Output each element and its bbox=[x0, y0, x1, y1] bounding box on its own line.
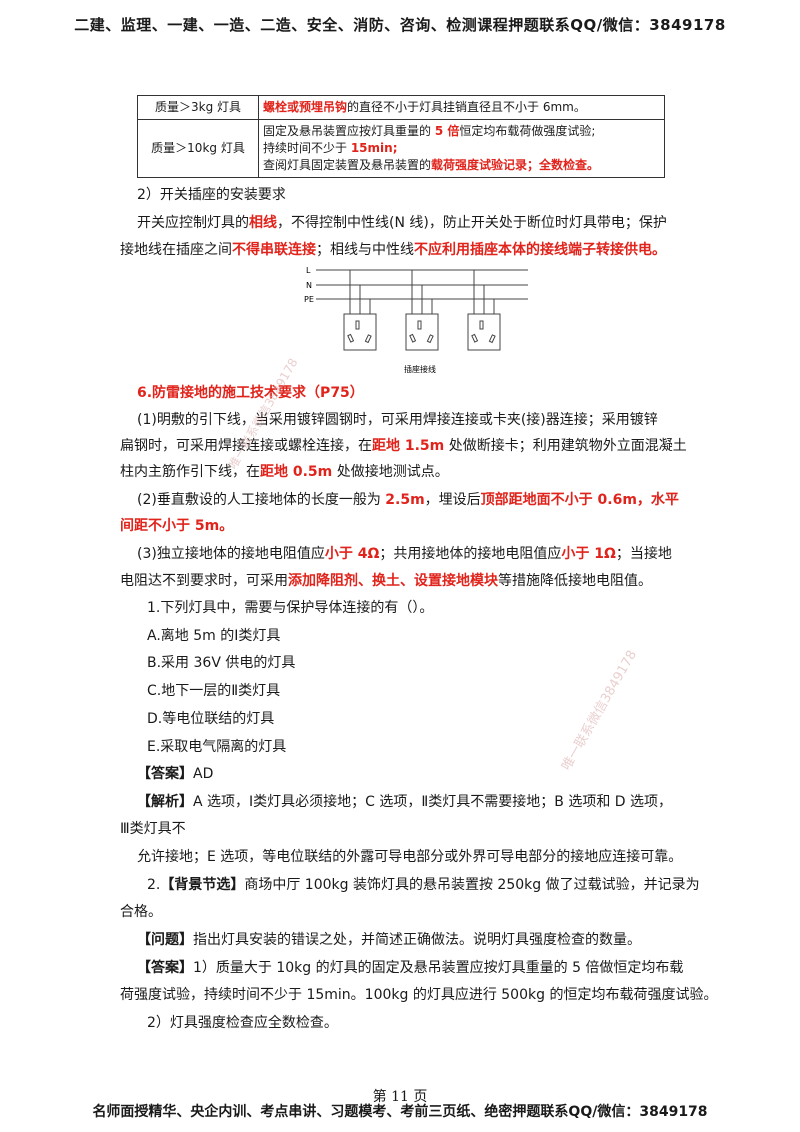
paragraph-line: 合格。 bbox=[120, 904, 162, 920]
paragraph-line: 接地线在插座之间不得串联连接；相线与中性线不应利用插座本体的接线端子转接供电。 bbox=[120, 242, 666, 258]
table-cell-label: 质量＞3kg 灯具 bbox=[137, 95, 259, 120]
paragraph-line: 开关应控制灯具的相线，不得控制中性线(N 线)，防止开关处于断位时灯具带电；保护 bbox=[137, 215, 667, 231]
page-number: 第 11 页 bbox=[372, 1089, 428, 1105]
paragraph-line: Ⅲ类灯具不 bbox=[120, 821, 186, 837]
table-cell-content: 螺栓或预埋吊钩的直径不小于灯具挂销直径且不小于 6mm。 bbox=[258, 95, 665, 120]
option-e: E.采取电气隔离的灯具 bbox=[147, 739, 287, 755]
paragraph-line: 2）灯具强度检查应全数检查。 bbox=[147, 1015, 338, 1031]
paragraph-line: 荷强度试验，持续时间不少于 15min。100kg 的灯具应进行 500kg 的… bbox=[120, 987, 718, 1003]
option-b: B.采用 36V 供电的灯具 bbox=[147, 655, 296, 671]
analysis-1: 【解析】A 选项，Ⅰ类灯具必须接地；C 选项，Ⅱ类灯具不需要接地；B 选项和 D… bbox=[137, 794, 673, 810]
answer-1: 【答案】AD bbox=[137, 766, 214, 782]
paragraph-line: 扁钢时，可采用焊接连接或螺栓连接，在距地 1.5m 处做断接卡；利用建筑物外立面… bbox=[120, 438, 687, 454]
question-1-stem: 1.下列灯具中，需要与保护导体连接的有（）。 bbox=[147, 600, 434, 616]
option-c: C.地下一层的Ⅱ类灯具 bbox=[147, 683, 281, 699]
option-d: D.等电位联结的灯具 bbox=[147, 711, 275, 727]
table-cell-label: 质量＞10kg 灯具 bbox=[137, 119, 259, 178]
paragraph-line: 电阻达不到要求时，可采用添加降阻剂、换土、设置接地模块等措施降低接地电阻值。 bbox=[120, 573, 652, 589]
socket-wiring-diagram: L N PE 插座接线 bbox=[304, 266, 528, 374]
answer-2: 【答案】1）质量大于 10kg 的灯具的固定及悬吊装置应按灯具重量的 5 倍做恒… bbox=[137, 960, 684, 976]
paragraph-line: (1)明敷的引下线，当采用镀锌圆钢时，可采用焊接连接或卡夹(接)器连接；采用镀锌 bbox=[137, 412, 658, 428]
diagram-label-L: L bbox=[306, 266, 311, 275]
switch-section-title: 2）开关插座的安装要求 bbox=[137, 187, 286, 203]
diagram-caption: 插座接线 bbox=[404, 364, 436, 374]
page-footer: 名师面授精华、央企内训、考点串讲、习题模考、考前三页纸、绝密押题联系QQ/微信：… bbox=[92, 1104, 708, 1120]
watermark: 唯一联系微信3849178 bbox=[559, 647, 641, 774]
socket-3 bbox=[467, 270, 501, 351]
lamp-requirements-table: 质量＞3kg 灯具 螺栓或预埋吊钩的直径不小于灯具挂销直径且不小于 6mm。 质… bbox=[137, 95, 665, 178]
diagram-label-PE: PE bbox=[304, 295, 314, 304]
paragraph-line: 柱内主筋作引下线，在距地 0.5m 处做接地测试点。 bbox=[120, 464, 449, 480]
diagram-label-N: N bbox=[306, 281, 312, 290]
option-a: A.离地 5m 的Ⅰ类灯具 bbox=[147, 628, 281, 644]
question-2-prompt: 【问题】指出灯具安装的错误之处，并简述正确做法。说明灯具强度检查的数量。 bbox=[137, 932, 641, 948]
paragraph-line: (3)独立接地体的接地电阻值应小于 4Ω；共用接地体的接地电阻值应小于 1Ω；当… bbox=[137, 546, 672, 562]
paragraph-line: 间距不小于 5m。 bbox=[120, 518, 234, 534]
socket-1 bbox=[343, 270, 377, 351]
paragraph-line: 允许接地；E 选项，等电位联结的外露可导电部分或外界可导电部分的接地应连接可靠。 bbox=[137, 849, 683, 865]
table-cell-content: 固定及悬吊装置应按灯具重量的 5 倍恒定均布载荷做强度试验; 持续时间不少于 1… bbox=[258, 119, 665, 178]
paragraph-line: (2)垂直敷设的人工接地体的长度一般为 2.5m，埋设后顶部距地面不小于 0.6… bbox=[137, 492, 679, 508]
table-row: 质量＞10kg 灯具 固定及悬吊装置应按灯具重量的 5 倍恒定均布载荷做强度试验… bbox=[137, 119, 665, 178]
question-2-background: 2.【背景节选】商场中厅 100kg 装饰灯具的悬吊装置按 250kg 做了过载… bbox=[147, 877, 700, 893]
table-row: 质量＞3kg 灯具 螺栓或预埋吊钩的直径不小于灯具挂销直径且不小于 6mm。 bbox=[137, 95, 665, 120]
page-header: 二建、监理、一建、一造、二造、安全、消防、咨询、检测课程押题联系QQ/微信：38… bbox=[74, 16, 726, 34]
socket-2 bbox=[405, 270, 439, 351]
lightning-section-title: 6.防雷接地的施工技术要求（P75） bbox=[137, 385, 364, 401]
